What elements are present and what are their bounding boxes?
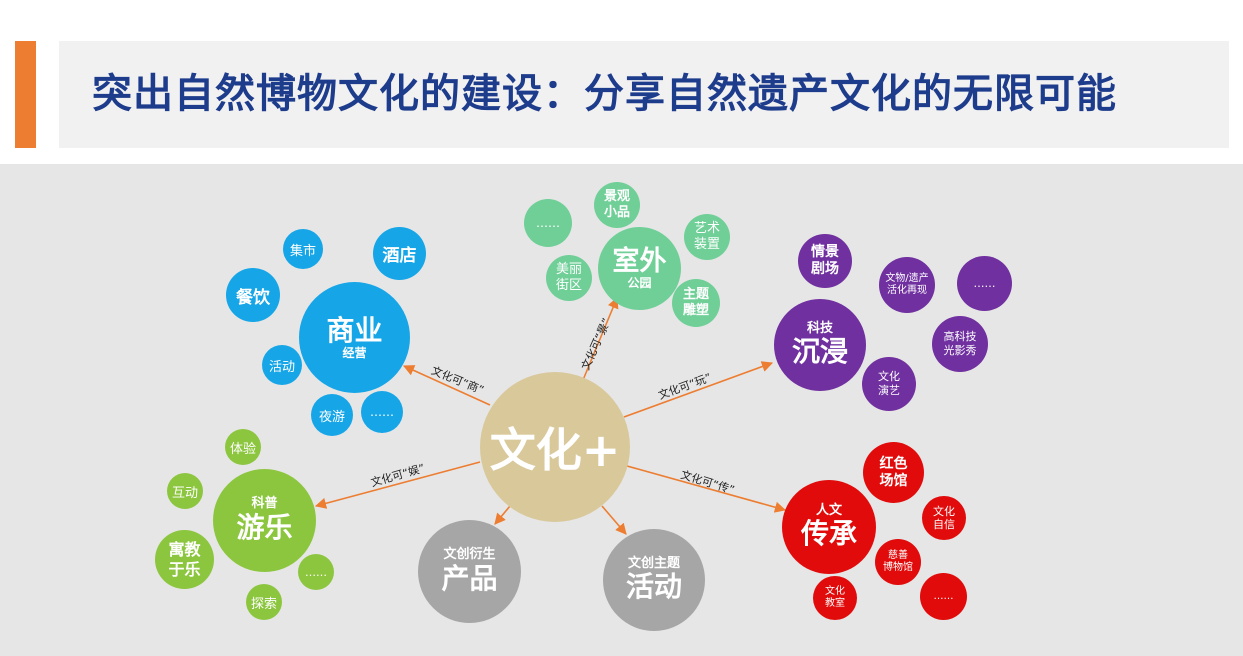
heritage-main-node: 人文 传承 <box>782 480 876 574</box>
outdoor-main-label: 室外 <box>612 246 667 278</box>
commerce-item: 集市 <box>283 229 323 269</box>
immersive-item: …… <box>957 256 1012 311</box>
outdoor-sub-label: 公园 <box>627 276 652 291</box>
commerce-item: 活动 <box>262 345 302 385</box>
page-title: 突出自然博物文化的建设：分享自然遗产文化的无限可能 <box>92 71 1117 117</box>
outdoor-item: …… <box>524 199 572 247</box>
event-main-label: 活动 <box>625 570 682 604</box>
tour-item: 体验 <box>225 429 261 465</box>
immersive-item: 文物/遗产 活化再现 <box>879 257 935 313</box>
heritage-sub-label: 人文 <box>815 502 842 518</box>
commerce-main-label: 商业 <box>326 313 383 347</box>
immersive-sub-label: 科技 <box>806 320 833 336</box>
outdoor-main-node: 室外 公园 <box>598 227 681 310</box>
tour-item: …… <box>298 554 334 590</box>
tour-item: 互动 <box>167 473 203 509</box>
edge-tour <box>314 461 481 509</box>
center-label: 文化+ <box>489 423 621 477</box>
product-sub-label: 文创衍生 <box>443 547 496 563</box>
product-node: 文创衍生 产品 <box>418 520 521 623</box>
commerce-item: …… <box>361 391 403 433</box>
accent-bar <box>15 41 36 148</box>
heritage-item: 文化 教室 <box>813 576 857 620</box>
heritage-item: 文化 自信 <box>922 496 966 540</box>
edge-immersive <box>623 361 774 418</box>
title-bar <box>59 41 1229 148</box>
edge-event <box>601 505 627 535</box>
edge-outdoor <box>582 296 619 381</box>
edge-product <box>494 505 511 525</box>
heritage-item: …… <box>920 573 967 620</box>
tour-item: 探索 <box>246 584 282 620</box>
tour-main-label: 游乐 <box>236 510 293 544</box>
outdoor-item: 主题 雕塑 <box>672 279 720 327</box>
heritage-item: 慈善 博物馆 <box>875 539 921 585</box>
immersive-item: 高科技 光影秀 <box>932 316 988 372</box>
commerce-sub-label: 经营 <box>342 346 367 360</box>
outdoor-item: 美丽 街区 <box>546 255 592 301</box>
center-node: 文化+ <box>480 372 630 522</box>
tour-sub-label: 科普 <box>251 496 278 512</box>
commerce-item: 餐饮 <box>226 268 280 322</box>
tour-item: 寓教 于乐 <box>155 530 214 589</box>
immersive-main-node: 科技 沉浸 <box>774 299 866 391</box>
outdoor-item: 艺术 装置 <box>684 214 730 260</box>
commerce-main-node: 商业 经营 <box>299 282 410 393</box>
immersive-item: 情景 剧场 <box>798 234 852 288</box>
event-node: 文创主题 活动 <box>603 529 705 631</box>
heritage-main-label: 传承 <box>800 517 857 551</box>
product-main-label: 产品 <box>441 561 498 595</box>
commerce-item: 夜游 <box>311 394 353 436</box>
edge-heritage <box>626 465 787 513</box>
outdoor-item: 景观 小品 <box>594 182 640 228</box>
immersive-main-label: 沉浸 <box>791 335 848 369</box>
immersive-item: 文化 演艺 <box>862 357 916 411</box>
commerce-item: 酒店 <box>373 227 426 280</box>
event-sub-label: 文创主题 <box>627 555 680 571</box>
heritage-item: 红色 场馆 <box>863 442 924 503</box>
tour-main-node: 科普 游乐 <box>213 469 316 572</box>
edge-commerce <box>402 365 491 406</box>
